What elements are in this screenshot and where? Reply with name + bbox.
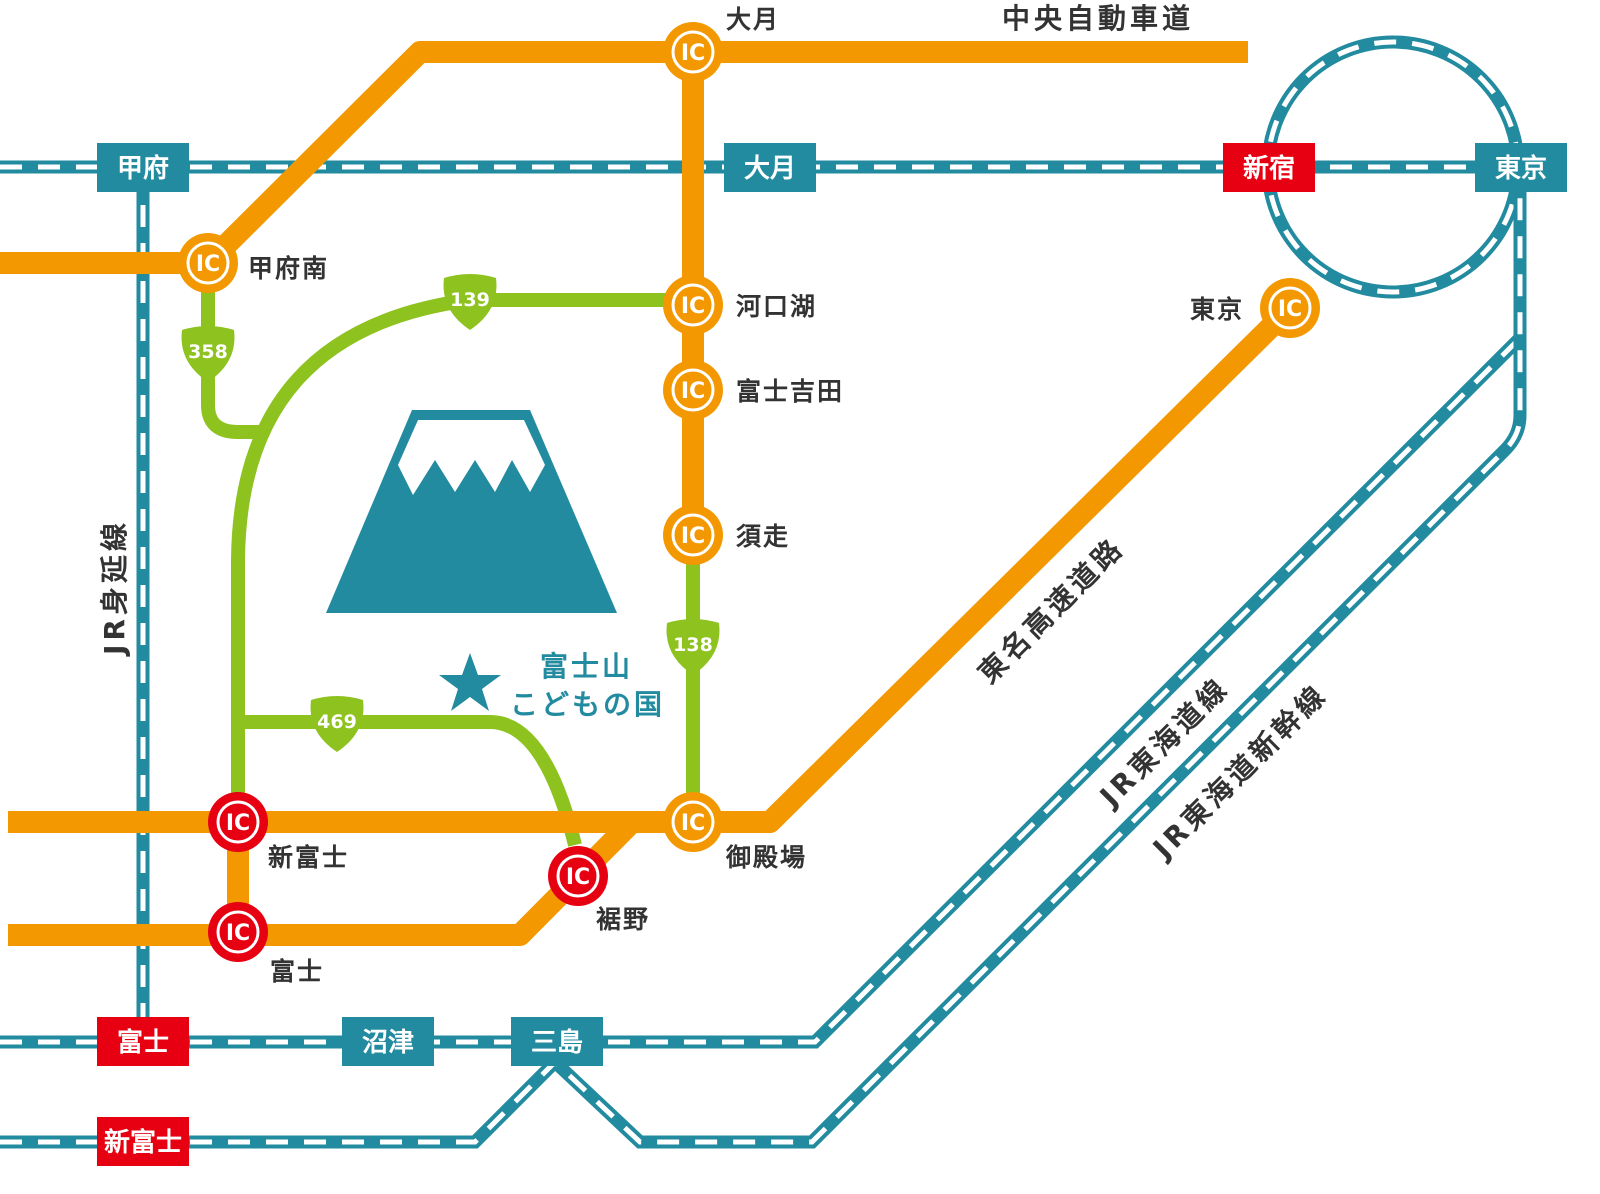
map-shape: [671, 513, 715, 557]
station-shin-fuji: 新富士: [97, 1117, 189, 1166]
map-shape: [443, 274, 497, 330]
station-fuji: 富士: [97, 1017, 189, 1066]
map-shape: [201, 263, 262, 439]
map-label: 138: [673, 634, 713, 656]
map-label: 富士吉田: [736, 377, 844, 406]
map-shape: [1223, 143, 1315, 192]
map-label: IC: [1278, 297, 1302, 322]
ic-fujiyoshida: IC: [663, 360, 723, 420]
ic-labels: 大月 甲府南 河口湖 富士吉田 須走 東京 新富士 富士 裾野 御殿場: [248, 5, 1244, 986]
route-shields: 139 358 138 469: [181, 274, 720, 752]
map-shape: [186, 241, 230, 285]
map-label: 358: [188, 341, 228, 363]
map-shape: [671, 800, 715, 844]
map-shape: [216, 800, 260, 844]
map-label: 河口湖: [736, 292, 817, 321]
chuo-expressway-label: 中央自動車道: [1002, 2, 1194, 35]
destination-name-line1: 富士山: [540, 650, 633, 683]
map-label: IC: [681, 524, 705, 549]
map-shape: [216, 910, 260, 954]
map-label: 139: [450, 289, 490, 311]
map-label: 甲府: [117, 153, 169, 184]
route-138-shield: 138: [666, 619, 720, 675]
ic-fuji: IC: [208, 902, 268, 962]
map-shape: [97, 143, 189, 192]
map-shape: [671, 283, 715, 327]
station-mishima: 三島: [511, 1017, 603, 1066]
map-label: 裾野: [596, 905, 650, 934]
map-shape: [511, 1017, 603, 1066]
map-shape: [326, 410, 617, 613]
map-label: IC: [681, 294, 705, 319]
map-shape: [724, 143, 816, 192]
map-label: IC: [566, 865, 590, 890]
map-label: 富士: [117, 1027, 169, 1058]
map-label: 新富士: [104, 1127, 182, 1158]
map-shape: [181, 326, 235, 382]
route-358-shield: 358: [181, 326, 235, 382]
map-shape: [310, 696, 364, 752]
destination-name-line2: こどもの国: [510, 688, 665, 721]
map-label: 三島: [531, 1028, 583, 1058]
chuo-expressway: [0, 41, 1248, 274]
station-kofu: 甲府: [97, 143, 189, 192]
map-shape: [8, 814, 640, 946]
map-label: 新宿: [1243, 153, 1295, 184]
ic-otsuki: IC: [663, 22, 723, 82]
ic-susono: IC: [548, 846, 608, 906]
station-tokyo: 東京: [1475, 143, 1567, 192]
map-label: 須走: [736, 522, 790, 551]
map-label: IC: [681, 811, 705, 836]
map-shape: [666, 619, 720, 675]
map-label: 新富士: [268, 843, 349, 872]
map-shape: [1475, 143, 1567, 192]
stations: 甲府 大月 新宿 東京 富士 沼津 三島 新富士: [97, 143, 1567, 1166]
ic-shin-fuji: IC: [208, 792, 268, 852]
map-label: IC: [196, 252, 220, 277]
ic-subashiri: IC: [663, 505, 723, 565]
map-label: 富士: [270, 957, 324, 986]
interchanges: IC IC IC IC IC IC IC IC IC IC: [178, 22, 1320, 962]
map-label: 御殿場: [725, 843, 807, 872]
map-shape: [97, 1117, 189, 1166]
ic-tokyo: IC: [1260, 278, 1320, 338]
map-label: 甲府南: [248, 254, 329, 283]
route-139-shield: 139: [443, 274, 497, 330]
station-numazu: 沼津: [342, 1017, 434, 1066]
map-shape: [398, 420, 545, 495]
map-label: 大月: [726, 5, 780, 34]
map-label: IC: [226, 921, 250, 946]
map-shape: [671, 368, 715, 412]
map-shape: [342, 1017, 434, 1066]
map-label: 沼津: [362, 1028, 414, 1058]
ic-kawaguchiko: IC: [663, 275, 723, 335]
ic-kofu-minami: IC: [178, 233, 238, 293]
route-469-shield: 469: [310, 696, 364, 752]
map-label: 東京: [1190, 295, 1244, 324]
mount-fuji-icon: [326, 410, 617, 613]
star-icon: [439, 653, 501, 711]
map-label: IC: [226, 811, 250, 836]
map-label: 東京: [1495, 153, 1547, 184]
map-shape: [0, 167, 1523, 1145]
map-label: 大月: [744, 154, 796, 184]
map-label: IC: [681, 379, 705, 404]
station-shinjuku: 新宿: [1223, 143, 1315, 192]
map-shape: [97, 1017, 189, 1066]
map-shape: [0, 167, 1523, 1045]
jr-rail-network: [0, 35, 1527, 1149]
map-shape: [671, 30, 715, 74]
minobu-line-label: JR身延線: [98, 519, 131, 657]
map-shape: [231, 293, 693, 822]
map-label: 469: [317, 711, 357, 733]
expressways: [0, 41, 1298, 946]
map-shape: [556, 854, 600, 898]
destination-marker: 富士山 こどもの国: [439, 650, 665, 721]
map-label: IC: [681, 41, 705, 66]
map-shape: [1268, 286, 1312, 330]
ic-gotemba: IC: [663, 792, 723, 852]
station-otsuki: 大月: [724, 143, 816, 192]
